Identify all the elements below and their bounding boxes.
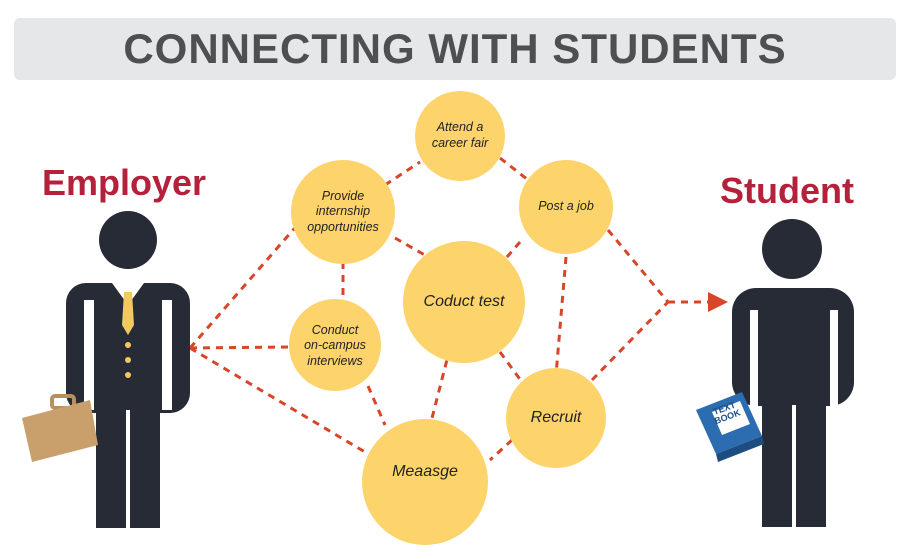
node-label-post-job: Post a job xyxy=(538,199,594,214)
connector-test-recruit xyxy=(498,351,524,383)
connector-employer-message xyxy=(189,346,371,457)
connector-fair-postjob xyxy=(499,156,533,185)
connector-postjob-arrow xyxy=(606,229,670,303)
node-recruit xyxy=(506,368,606,468)
connector-internship-fair xyxy=(384,160,421,187)
node-conduct-test xyxy=(403,241,525,363)
employer-figure xyxy=(22,211,190,528)
page-title: CONNECTING WITH STUDENTS xyxy=(123,25,787,72)
connector-recruit-arrow xyxy=(590,300,670,382)
title-bar: CONNECTING WITH STUDENTS xyxy=(14,18,896,80)
node-message xyxy=(362,419,488,545)
arrowhead-icon xyxy=(708,292,728,312)
connector-recruit-message xyxy=(488,438,514,462)
node-career-fair xyxy=(415,91,505,181)
employer-head xyxy=(99,211,157,269)
node-label-recruit: Recruit xyxy=(530,409,582,426)
student-figure xyxy=(696,219,854,527)
node-internship xyxy=(291,160,395,264)
node-label-conduct-test: Coduct test xyxy=(423,293,505,310)
student-head xyxy=(762,219,822,279)
tie-icon xyxy=(122,292,134,335)
briefcase-icon xyxy=(22,394,98,462)
employer-label: Employer xyxy=(42,162,207,203)
connector-employer-internship xyxy=(188,221,302,349)
node-interviews xyxy=(289,299,381,391)
connector-postjob-recruit xyxy=(554,256,568,376)
node-post-job xyxy=(519,160,613,254)
connectors xyxy=(188,156,712,462)
textbook-icon xyxy=(696,392,764,462)
connector-internship-test xyxy=(394,236,431,260)
node-label-message: Meaasge xyxy=(392,463,458,480)
connector-employer-interviews xyxy=(189,345,291,350)
student-torso xyxy=(732,288,854,406)
connector-postjob-test xyxy=(498,241,522,266)
student-label: Student xyxy=(720,170,854,211)
nodes xyxy=(289,91,613,545)
connector-interviews-message xyxy=(366,385,387,426)
